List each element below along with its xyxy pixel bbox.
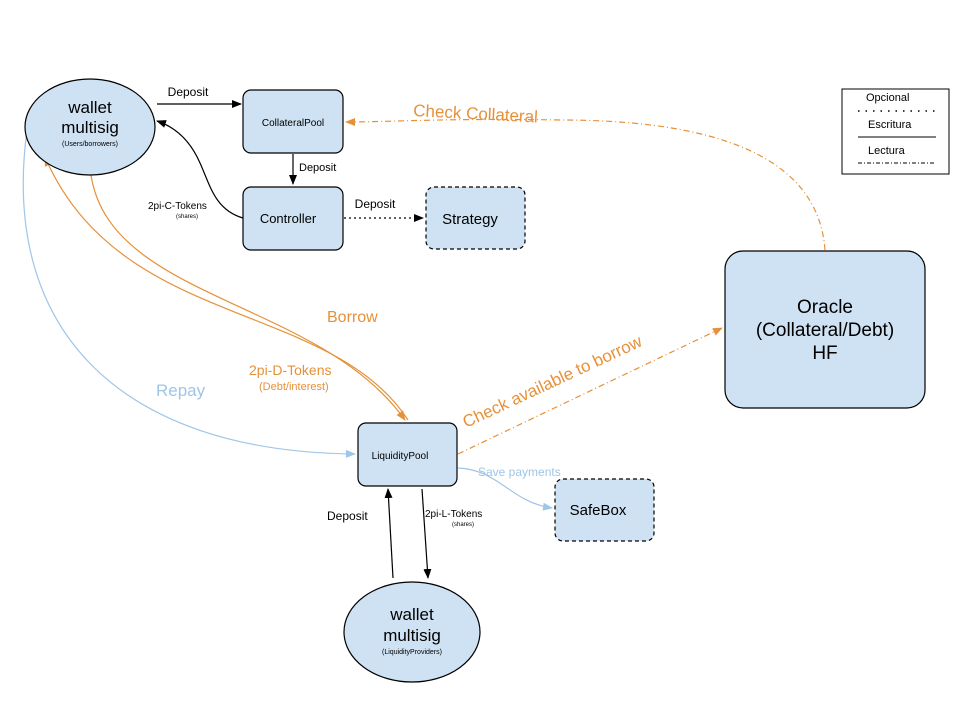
oracle-line-1: Oracle	[797, 297, 853, 318]
node-strategy: Strategy	[425, 186, 526, 250]
edge-label-l-tokens: 2pi-L-Tokens	[425, 509, 482, 520]
edge-deposit-to-strategy: Deposit	[344, 197, 424, 222]
edge-deposit-to-collateral-pool: Deposit	[157, 85, 242, 108]
edge-label-c-tokens-sub: (shares)	[176, 214, 198, 220]
node-controller: Controller	[242, 186, 344, 251]
edge-deposit-to-controller: Deposit	[289, 154, 336, 185]
collateral-pool-label: CollateralPool	[262, 118, 324, 129]
edge-deposit-liquidity: Deposit	[327, 488, 394, 579]
edge-d-tokens: 2pi-D-Tokens (Debt/interest)	[44, 156, 409, 421]
node-collateral-pool: CollateralPool	[242, 89, 344, 154]
legend-optional-label: Opcional	[866, 92, 909, 104]
edge-label-save-payments: Save payments	[478, 465, 561, 479]
wallet-lp-subtitle: (LiquidityProviders)	[382, 649, 442, 656]
edge-label-check-available: Check available to borrow	[460, 331, 646, 431]
wallet-lp-title-1: wallet	[389, 605, 434, 624]
edge-label-d-tokens: 2pi-D-Tokens	[249, 362, 331, 378]
wallet-users-subtitle: (Users/borrowers)	[62, 141, 118, 148]
wallet-users-title-2: multisig	[61, 118, 119, 137]
oracle-line-3: HF	[812, 343, 837, 364]
edge-label-deposit-collateral: Deposit	[168, 85, 209, 99]
edge-label-check-collateral: Check Collateral	[413, 101, 539, 127]
edge-repay: Repay	[22, 129, 356, 458]
controller-label: Controller	[260, 211, 317, 226]
edge-label-repay: Repay	[156, 381, 206, 400]
edge-save-payments: Save payments	[457, 465, 561, 511]
legend-write-label: Escritura	[868, 119, 912, 131]
node-liquidity-pool: LiquidityPool	[357, 422, 458, 487]
edge-label-borrow: Borrow	[327, 309, 378, 326]
edge-c-tokens-to-wallet: 2pi-C-Tokens (shares)	[148, 120, 244, 220]
edge-label-deposit-liquidity: Deposit	[327, 509, 368, 523]
oracle-line-2: (Collateral/Debt)	[756, 320, 894, 341]
edge-label-d-tokens-sub: (Debt/interest)	[259, 381, 329, 393]
liquidity-pool-label: LiquidityPool	[372, 451, 429, 462]
wallet-users-title-1: wallet	[67, 98, 112, 117]
edge-label-l-tokens-sub: (shares)	[452, 522, 474, 528]
strategy-label: Strategy	[442, 211, 498, 228]
legend: Opcional Escritura Lectura	[841, 88, 950, 175]
node-wallet-lp: wallet multisig (LiquidityProviders)	[343, 581, 481, 683]
edge-check-available: Check available to borrow	[457, 327, 723, 455]
wallet-lp-title-2: multisig	[383, 626, 441, 645]
edge-label-deposit-strategy: Deposit	[355, 197, 396, 211]
edge-l-tokens: 2pi-L-Tokens (shares)	[421, 488, 482, 579]
edge-label-deposit-controller: Deposit	[299, 162, 336, 174]
edge-check-collateral: Check Collateral	[345, 101, 826, 251]
node-wallet-users: wallet multisig (Users/borrowers)	[24, 78, 156, 176]
edge-label-c-tokens: 2pi-C-Tokens	[148, 201, 207, 212]
safebox-label: SafeBox	[570, 502, 627, 519]
legend-read-label: Lectura	[868, 145, 906, 157]
node-safebox: SafeBox	[554, 478, 655, 542]
node-oracle: Oracle (Collateral/Debt) HF	[724, 250, 926, 409]
edge-borrow: Borrow	[90, 174, 406, 421]
